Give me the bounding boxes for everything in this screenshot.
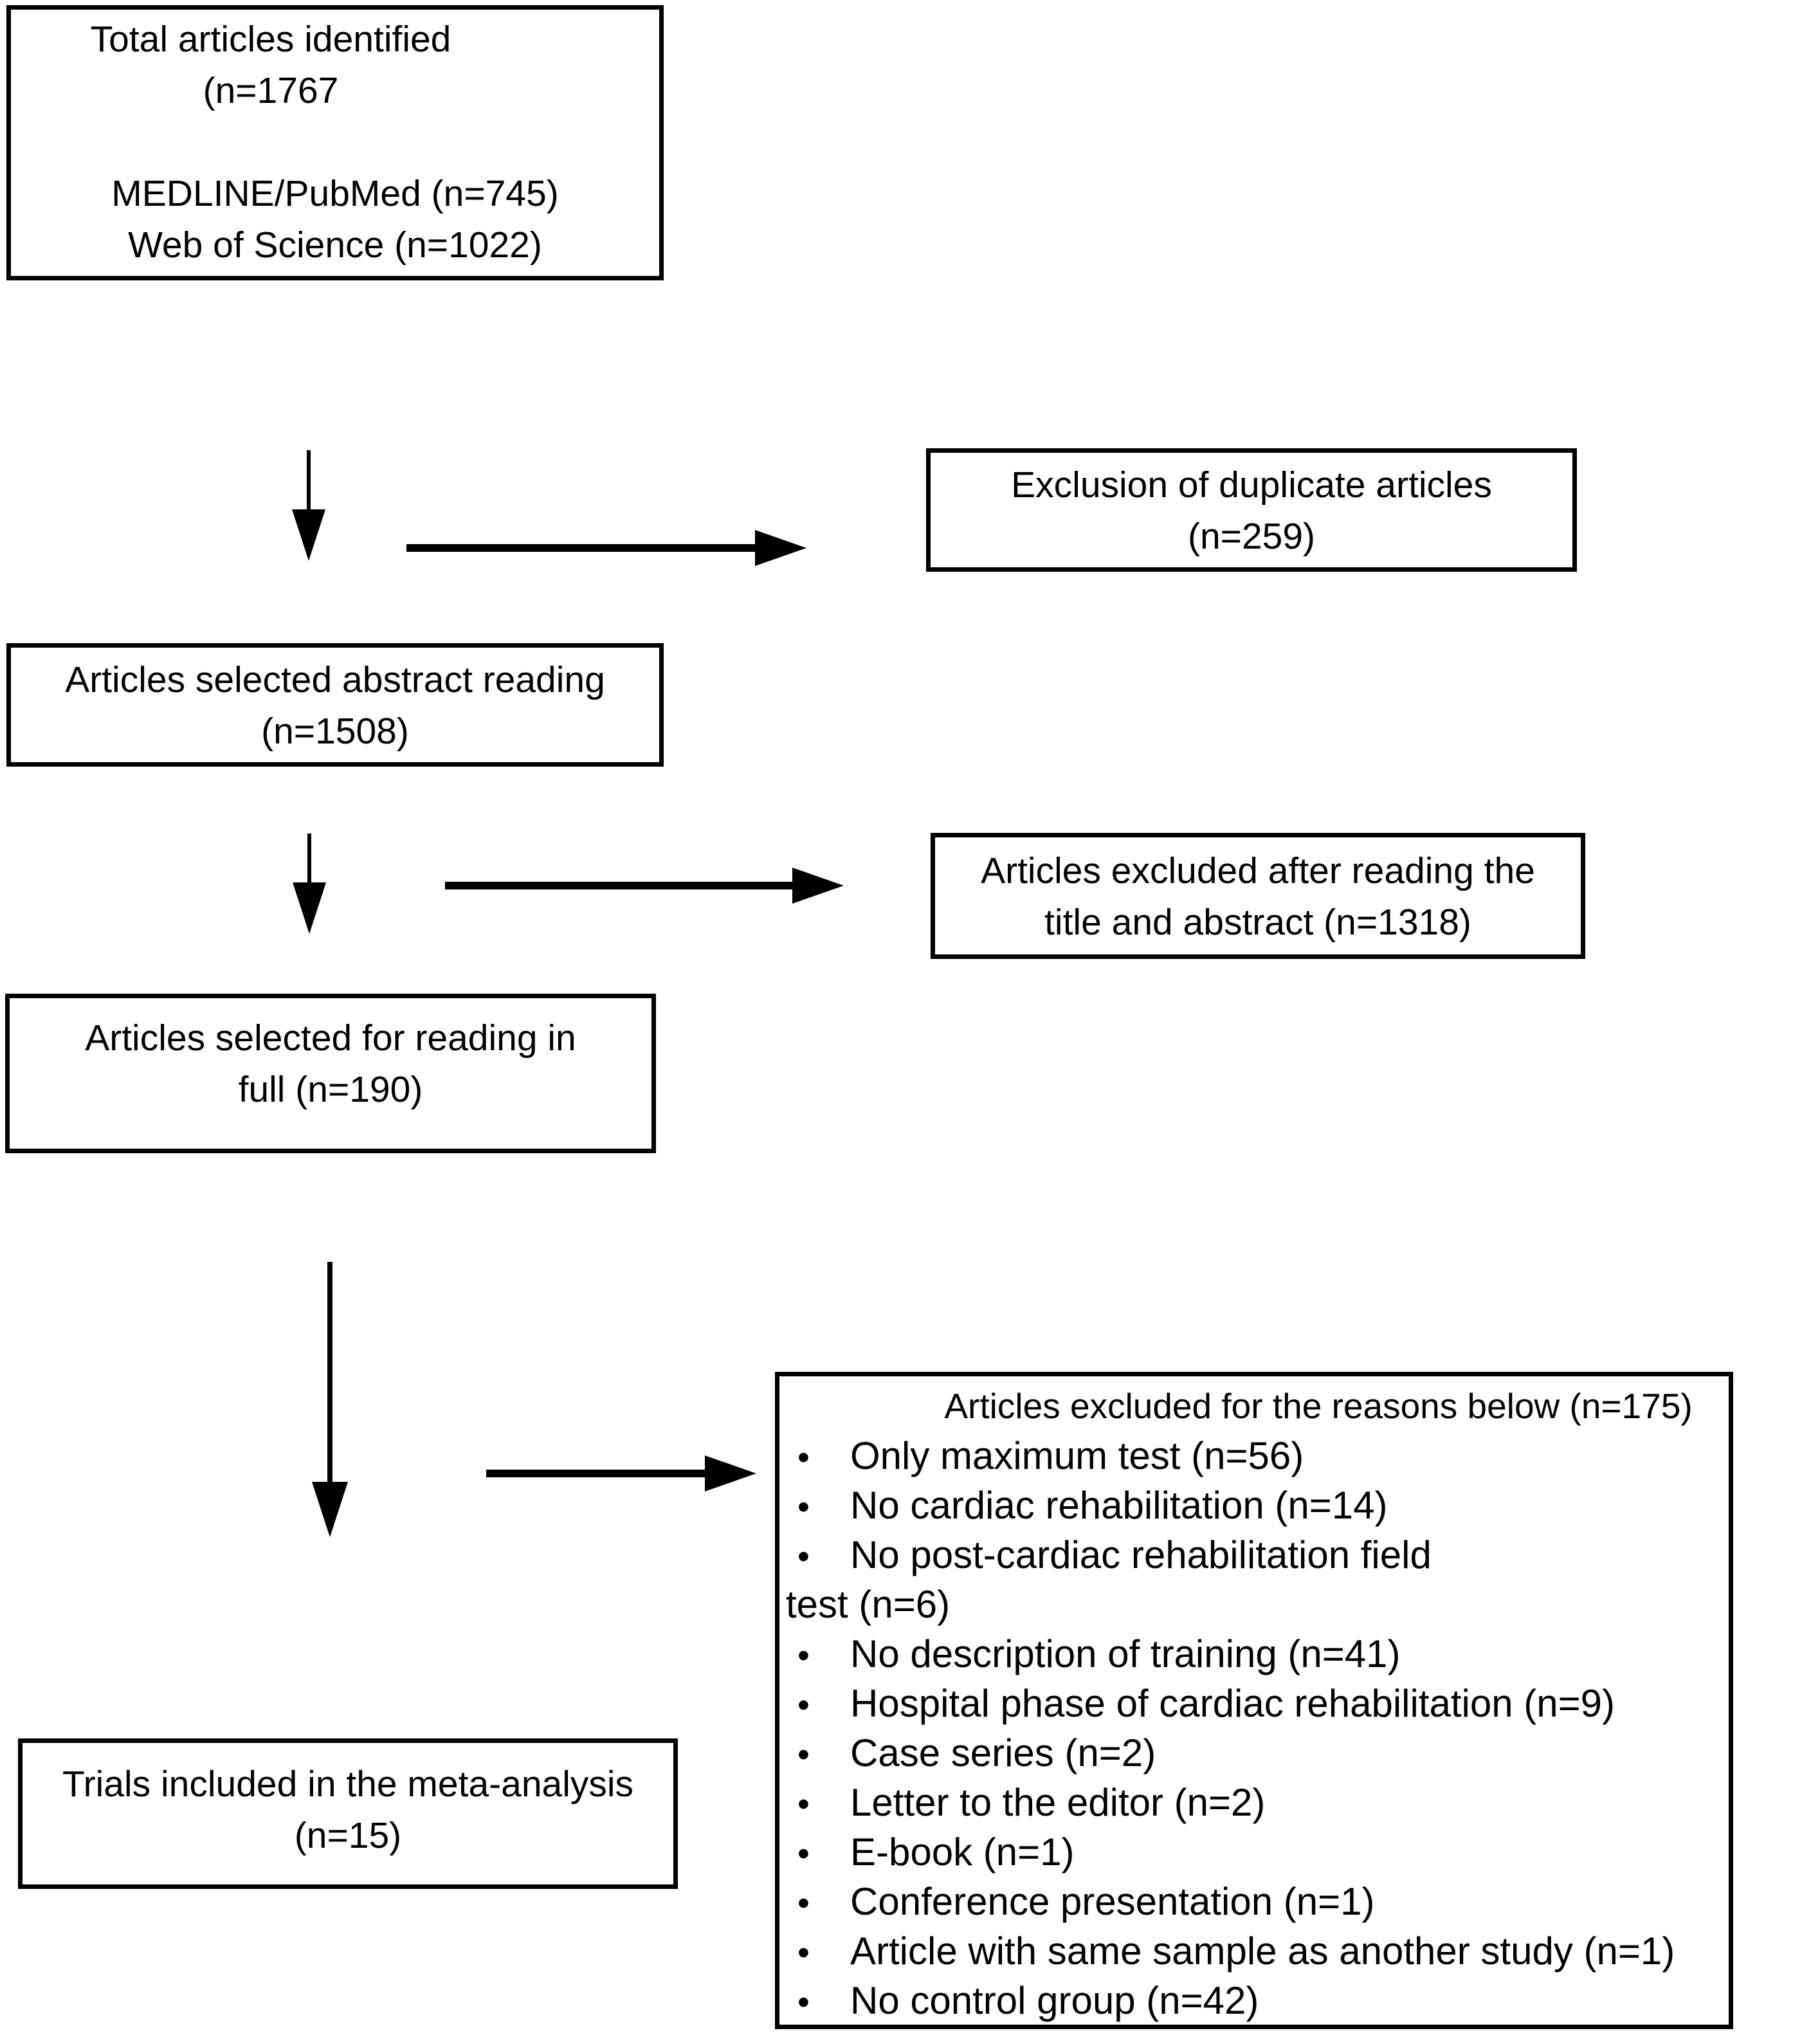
- bullet-icon: •: [797, 1785, 810, 1823]
- box-line: title and abstract (n=1318): [1044, 902, 1471, 943]
- list-item: • Only maximum test (n=56): [786, 1431, 1722, 1481]
- bullet-icon: •: [797, 1884, 810, 1922]
- reason-label: No control group (n=42): [850, 1979, 1259, 2022]
- bullet-icon: •: [797, 1983, 810, 2021]
- box-line: (n=1508): [261, 711, 409, 752]
- list-item: • No cardiac rehabilitation (n=14): [786, 1481, 1722, 1530]
- box-line: (n=15): [294, 1815, 402, 1856]
- arrow-right-2: [445, 868, 844, 904]
- box-line: (n=1767: [203, 70, 339, 111]
- box-abstract-reading: Articles selected abstract reading (n=15…: [6, 643, 664, 767]
- reason-label: No cardiac rehabilitation (n=14): [850, 1484, 1388, 1527]
- list-item: • No description of training (n=41): [786, 1629, 1722, 1679]
- box-line: Trials included in the meta-analysis: [62, 1764, 634, 1805]
- arrow-right-1: [406, 530, 806, 566]
- box-line: MEDLINE/PubMed (n=745): [111, 173, 559, 214]
- list-item: • Article with same sample as another st…: [786, 1926, 1722, 1976]
- reason-continuation: test (n=6): [786, 1583, 951, 1626]
- arrow-down-1: [292, 450, 325, 561]
- box-line: Total articles identified: [90, 19, 451, 60]
- list-item: • Case series (n=2): [786, 1728, 1722, 1778]
- box-line-empty: [11, 116, 659, 168]
- bullet-icon: •: [797, 1735, 810, 1774]
- box-duplicate-exclusion: Exclusion of duplicate articles (n=259): [926, 448, 1577, 572]
- box-line: Articles selected for reading in: [85, 1017, 576, 1059]
- reason-label: Letter to the editor (n=2): [850, 1781, 1266, 1824]
- box-exclusion-reasons: Articles excluded for the reasons below …: [775, 1372, 1733, 2029]
- reason-label: E-book (n=1): [850, 1830, 1075, 1873]
- bullet-icon: •: [797, 1636, 810, 1675]
- list-item: • No control group (n=42): [786, 1976, 1722, 2025]
- box-line: Articles excluded after reading the: [981, 850, 1535, 891]
- reason-label: Hospital phase of cardiac rehabilitation…: [850, 1682, 1615, 1725]
- box-total-articles: Total articles identified (n=1767 MEDLIN…: [6, 5, 664, 280]
- list-item: • E-book (n=1): [786, 1827, 1722, 1877]
- reason-label: Only maximum test (n=56): [850, 1434, 1304, 1477]
- list-item: • Conference presentation (n=1): [786, 1877, 1722, 1926]
- bullet-icon: •: [797, 1834, 810, 1873]
- box-line: full (n=190): [238, 1069, 423, 1110]
- box-full-reading: Articles selected for reading in full (n…: [5, 994, 656, 1153]
- bullet-icon: •: [797, 1686, 810, 1724]
- arrow-right-3: [486, 1455, 756, 1491]
- reason-label: Article with same sample as another stud…: [850, 1929, 1675, 1973]
- list-item: • No post-cardiac rehabilitation field: [786, 1530, 1722, 1580]
- reasons-title: Articles excluded for the reasons below …: [944, 1386, 1693, 1426]
- reason-label: Case series (n=2): [850, 1731, 1156, 1774]
- box-trials-included: Trials included in the meta-analysis (n=…: [18, 1738, 678, 1889]
- box-title-abstract-excluded: Articles excluded after reading the titl…: [931, 833, 1585, 959]
- bullet-icon: •: [797, 1438, 810, 1477]
- bullet-icon: •: [797, 1488, 810, 1526]
- reason-label: No post-cardiac rehabilitation field: [850, 1533, 1432, 1576]
- reason-label: No description of training (n=41): [850, 1632, 1401, 1675]
- box-line: Articles selected abstract reading: [65, 659, 605, 700]
- arrow-down-2: [293, 834, 326, 934]
- list-item: • Hospital phase of cardiac rehabilitati…: [786, 1679, 1722, 1728]
- box-line: (n=259): [1187, 516, 1316, 557]
- bullet-icon: •: [797, 1933, 810, 1972]
- bullet-icon: •: [797, 1537, 810, 1576]
- list-item: • Letter to the editor (n=2): [786, 1778, 1722, 1827]
- reason-label: Conference presentation (n=1): [850, 1880, 1375, 1923]
- box-line: Exclusion of duplicate articles: [1011, 464, 1492, 506]
- arrow-down-3: [312, 1262, 348, 1537]
- box-line: Web of Science (n=1022): [128, 224, 542, 266]
